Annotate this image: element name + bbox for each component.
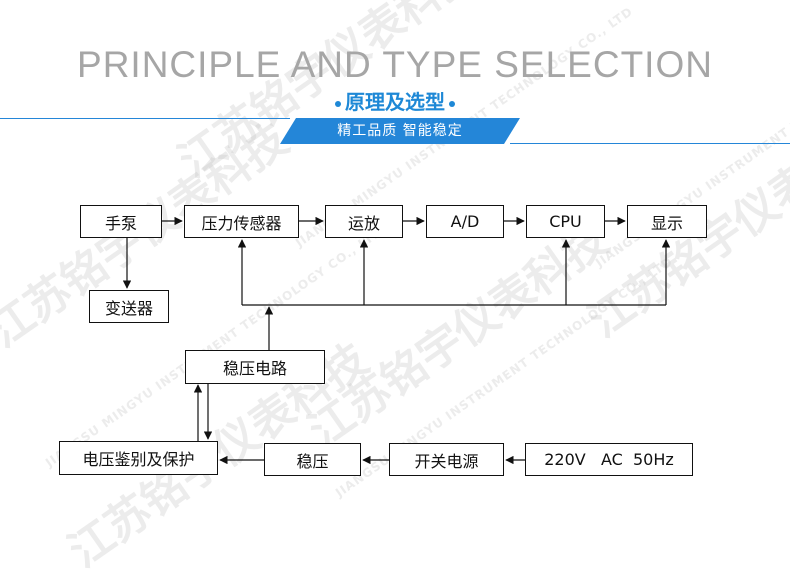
ac-input-block: 220V AC 50Hz [525,443,693,476]
left-rule [0,118,290,119]
english-title: PRINCIPLE AND TYPE SELECTION [77,44,713,85]
voltage-protect-block: 电压鉴别及保护 [59,441,218,475]
chinese-title: 原理及选型 [0,86,790,115]
regulator-block: 稳压 [264,443,361,476]
cpu-block: CPU [526,205,605,238]
right-rule [510,143,790,144]
bullet-dot-icon [449,100,455,107]
switching-power-block: 开关电源 [389,443,504,476]
display-block: 显示 [627,205,707,238]
pump-block: 手泵 [80,205,162,238]
bullet-dot-icon [335,100,341,107]
regulator-circuit-block: 稳压电路 [185,350,325,384]
pressure-sensor-block: 压力传感器 [184,205,299,238]
connector-lines [122,216,671,465]
transmitter-block: 变送器 [89,290,169,323]
opamp-block: 运放 [325,205,403,238]
adc-block: A/D [426,205,504,238]
subtitle: 精工品质 智能稳定 [337,123,463,139]
chinese-title-text: 原理及选型 [345,90,445,114]
subtitle-band [280,118,520,144]
